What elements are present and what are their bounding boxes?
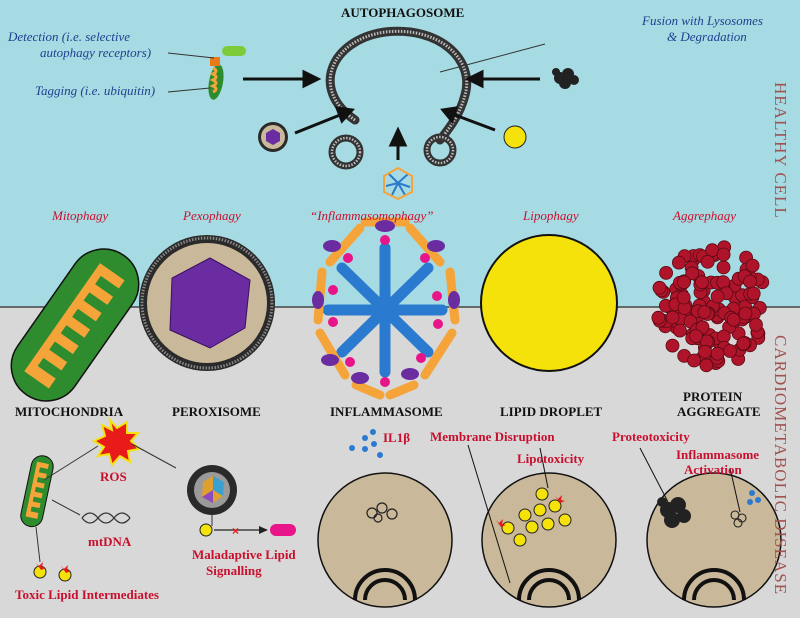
aggregate-bead: [716, 247, 731, 262]
aggregate-bead: [677, 275, 691, 290]
inflammasomophagy-label: “Inflammasomophagy”: [310, 208, 434, 223]
lipid-droplet-large-icon: [480, 234, 618, 372]
aggregate-bead: [746, 286, 761, 301]
small-aggregate-icon: [552, 68, 579, 89]
lipid-droplet-label: LIPID DROPLET: [500, 404, 603, 419]
aggregate-bead: [716, 260, 731, 275]
healthy-cell-side-label: HEALTHY CELL: [771, 82, 790, 219]
aggregate-bead: [672, 255, 686, 270]
small-peroxisome-icon: [258, 122, 288, 152]
aggregate-bead: [665, 310, 680, 325]
proteotoxicity-label: Proteotoxicity: [612, 429, 690, 444]
mitochondrion-large-icon: [10, 248, 140, 402]
signalling-label: Signalling: [206, 563, 262, 578]
aggregate-bead: [685, 266, 700, 281]
protein-label: PROTEIN: [683, 389, 743, 404]
il1b-label: IL1β: [383, 430, 411, 445]
mitochondria-label: MITOCHONDRIA: [15, 404, 124, 419]
mitophagy-label: Mitophagy: [52, 208, 109, 223]
aggregate-bead: [749, 317, 763, 332]
inflammasome-activation-label: Inflammasome: [676, 447, 760, 462]
lipophagy-label: Lipophagy: [523, 208, 579, 223]
aggregate-bead: [697, 305, 712, 320]
mtdna-label: mtDNA: [88, 534, 132, 549]
disease-side-label: CARDIOMETABOLIC DISEASE: [771, 335, 790, 596]
tagging-label: Tagging (i.e. ubiquitin): [35, 83, 156, 98]
maladaptive-label: Maladaptive Lipid: [192, 547, 296, 562]
mitochondrion-small-icon: [20, 455, 54, 528]
toxic-lipid-label: Toxic Lipid Intermediates: [15, 587, 159, 602]
inflammasome-label: INFLAMMASOME: [330, 404, 443, 419]
aggregate-bead: [676, 290, 691, 305]
aggregate-bead: [723, 344, 737, 358]
pexophagy-label: Pexophagy: [183, 208, 241, 223]
cell-protein-aggregate: [646, 472, 782, 608]
cell-inflammasome: [317, 429, 453, 608]
aggregate-bead: [726, 312, 741, 327]
aggregate-bead: [659, 265, 673, 280]
aggregate-bead: [687, 353, 701, 368]
aggregate-bead: [665, 338, 680, 353]
toxic-lipid-icon: [33, 562, 72, 582]
lipid-signalling-icon: ×: [199, 523, 296, 538]
aggregate-bead: [695, 275, 709, 290]
ros-burst-icon: [91, 416, 142, 468]
healthy-cell-background: [0, 0, 800, 307]
activation-label: Activation: [684, 462, 742, 477]
aggregate-label: AGGREGATE: [677, 404, 761, 419]
fusion-label: Fusion with Lysosomes: [642, 13, 763, 28]
aggregate-bead: [710, 346, 725, 361]
membrane-disruption-label: Membrane Disruption: [430, 429, 555, 444]
mtdna-icon: [81, 512, 131, 524]
protein-aggregate-large-icon: [651, 240, 770, 373]
aggregate-bead: [698, 344, 712, 359]
ros-label: ROS: [100, 469, 127, 484]
aggregate-bead: [743, 274, 757, 289]
cell-lipid-droplet: [481, 472, 617, 608]
aggregate-bead: [745, 258, 760, 273]
small-inflammasome-icon: [383, 166, 413, 201]
peroxisome-large-icon: [139, 235, 275, 371]
aggregate-bead: [738, 306, 753, 321]
detection-label: Detection (i.e. selective: [8, 29, 130, 44]
svg-text:×: ×: [232, 524, 239, 538]
autophagosome-label: AUTOPHAGOSOME: [341, 5, 465, 20]
arrows-into-autophagosome: [243, 69, 540, 160]
aggregate-bead: [710, 289, 725, 304]
aggregate-bead: [651, 310, 666, 325]
tagged-mitochondrion-icon: [208, 46, 246, 100]
small-lipid-droplet-icon: [503, 125, 527, 149]
aggregate-bead: [652, 280, 667, 295]
lipotoxicity-label: Lipotoxicity: [517, 451, 585, 466]
autophagosome-membrane: [325, 26, 472, 170]
peroxisome-small-icon: [187, 465, 237, 515]
aggregate-bead: [736, 336, 751, 351]
aggrephagy-label: Aggrephagy: [673, 208, 737, 223]
aggregate-bead: [673, 323, 687, 338]
peroxisome-label: PEROXISOME: [172, 404, 261, 419]
fusion-label-2: & Degradation: [667, 29, 747, 44]
inflammasome-large-icon: [312, 217, 460, 400]
detection-label-2: autophagy receptors): [40, 45, 152, 60]
aggregate-bead: [700, 254, 715, 269]
aggregate-bead: [689, 329, 703, 344]
